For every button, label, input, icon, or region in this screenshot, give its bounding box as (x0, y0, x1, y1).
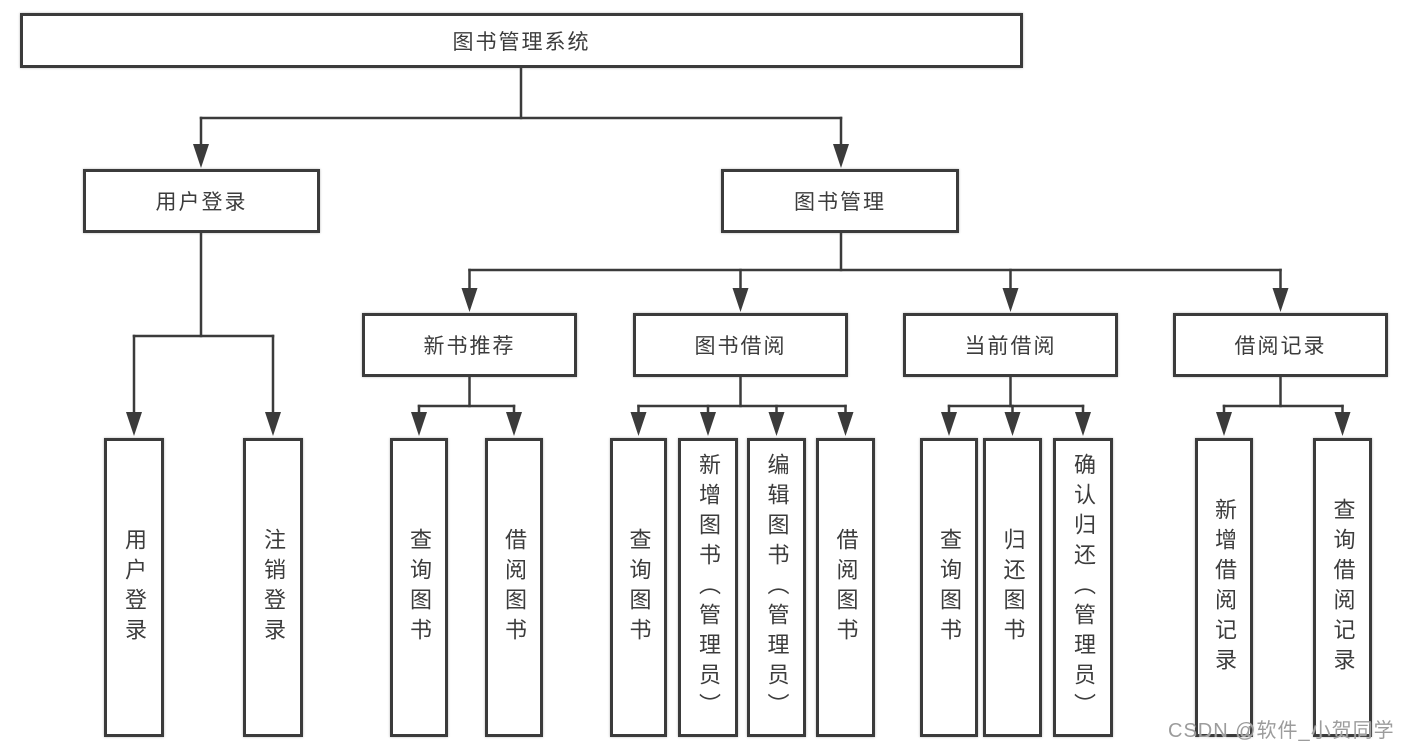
leaf-br-query-record-label: 查询借阅记录 (1330, 497, 1356, 678)
node-book-management: 图书管理 (721, 169, 959, 233)
node-current-borrowing-label: 当前借阅 (964, 335, 1057, 358)
node-new-book-recommend: 新书推荐 (362, 313, 577, 377)
leaf-cb-query-books-label: 查询图书 (937, 527, 962, 648)
node-current-borrowing: 当前借阅 (903, 313, 1118, 377)
leaf-nbr-query-books-label: 查询图书 (407, 527, 432, 648)
leaf-bb-add-books-admin: 新增图书（管理员） (678, 438, 738, 737)
leaf-nbr-query-books: 查询图书 (390, 438, 448, 737)
leaf-bb-edit-books-admin-label: 编辑图书（管理员） (764, 452, 790, 723)
leaf-bb-borrow-books-label: 借阅图书 (833, 527, 859, 648)
leaf-bb-borrow-books: 借阅图书 (816, 438, 875, 737)
leaf-cb-return-books: 归还图书 (983, 438, 1042, 737)
leaf-cb-confirm-return-admin-label: 确认归还（管理员） (1071, 452, 1096, 723)
leaf-bb-query-books: 查询图书 (610, 438, 667, 737)
leaf-br-add-record-label: 新增借阅记录 (1212, 497, 1237, 678)
leaf-cb-confirm-return-admin: 确认归还（管理员） (1053, 438, 1113, 737)
node-borrow-records: 借阅记录 (1173, 313, 1388, 377)
leaf-bb-edit-books-admin: 编辑图书（管理员） (747, 438, 806, 737)
node-user-login-label: 用户登录 (155, 191, 248, 214)
node-book-borrowing: 图书借阅 (633, 313, 848, 377)
leaf-cb-return-books-label: 归还图书 (1000, 527, 1026, 648)
node-borrow-records-label: 借阅记录 (1234, 335, 1327, 358)
leaf-bb-query-books-label: 查询图书 (626, 527, 652, 648)
node-user-login: 用户登录 (83, 169, 320, 233)
leaf-logout-label: 注销登录 (261, 527, 286, 648)
leaf-bb-add-books-admin-label: 新增图书（管理员） (696, 452, 721, 723)
node-book-borrowing-label: 图书借阅 (694, 335, 787, 358)
leaf-user-login: 用户登录 (104, 438, 164, 737)
leaf-nbr-borrow-books: 借阅图书 (485, 438, 543, 737)
node-root-label: 图书管理系统 (452, 30, 591, 54)
leaf-br-add-record: 新增借阅记录 (1195, 438, 1253, 737)
node-new-book-recommend-label: 新书推荐 (423, 335, 516, 358)
leaf-br-query-record: 查询借阅记录 (1313, 438, 1372, 737)
leaf-user-login-label: 用户登录 (122, 527, 147, 648)
leaf-cb-query-books: 查询图书 (920, 438, 978, 737)
watermark: CSDN @软件_小贺同学 (1168, 720, 1395, 742)
node-root-system: 图书管理系统 (20, 13, 1023, 68)
leaf-logout: 注销登录 (243, 438, 303, 737)
arrowheads (126, 144, 1351, 436)
leaf-nbr-borrow-books-label: 借阅图书 (502, 527, 527, 648)
node-book-management-label: 图书管理 (794, 191, 886, 214)
